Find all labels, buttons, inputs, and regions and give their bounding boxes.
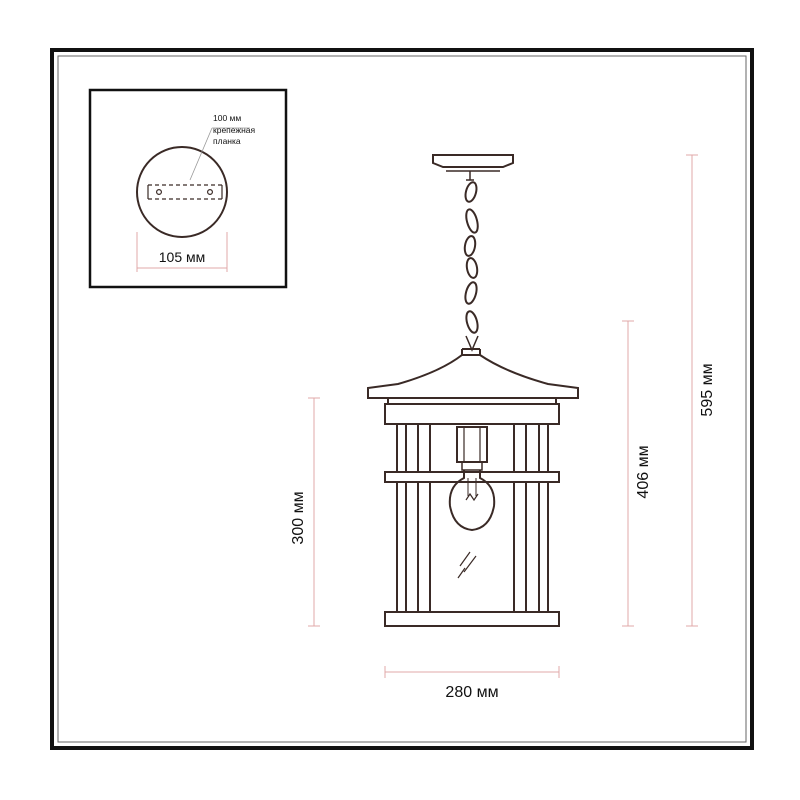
lantern-roof-icon [367, 354, 579, 399]
ceiling-canopy-icon [432, 154, 514, 168]
chain-icon [463, 181, 479, 352]
light-bulb-icon [448, 461, 496, 532]
bracket-label: 100 мм [213, 113, 241, 123]
mount-diameter-label: 105 мм [159, 249, 206, 265]
dimension-lines [308, 154, 698, 678]
glass-reflection-icon [457, 551, 477, 579]
body-height-label: 406 мм [635, 445, 652, 498]
bracket-label: планка [213, 136, 241, 146]
total-height-label: 595 мм [699, 363, 716, 416]
lantern-drawing [367, 154, 579, 627]
screw-hole-icon [207, 189, 214, 196]
width-dimension-label: 280 мм [445, 684, 498, 701]
outer-frame [50, 48, 754, 750]
inner-frame [57, 55, 747, 743]
inset-frame [88, 88, 288, 289]
mount-inset: 100 мм крепежная планка 105 мм [88, 88, 288, 289]
lamp-socket-icon [456, 426, 488, 463]
bracket-label: крепежная [213, 125, 256, 135]
screw-hole-icon [156, 189, 163, 196]
shade-height-label: 300 мм [290, 491, 307, 544]
mount-plate-icon [136, 146, 228, 238]
